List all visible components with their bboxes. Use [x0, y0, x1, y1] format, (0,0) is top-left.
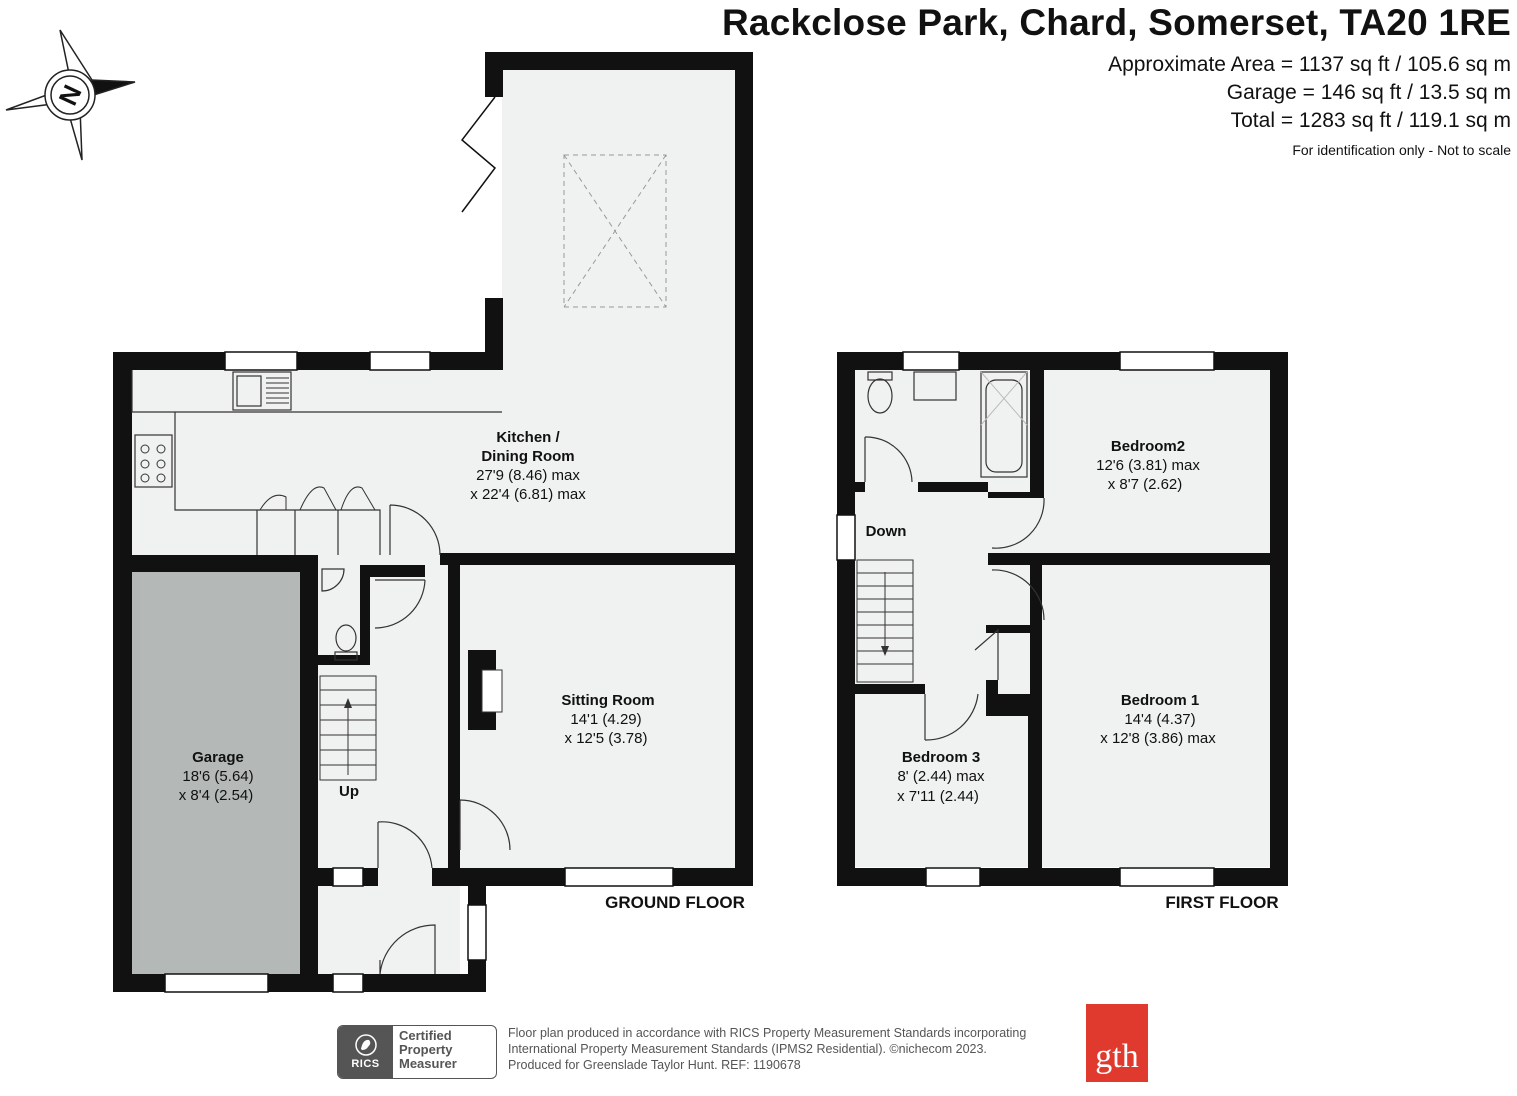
bedroom1-dim-1: 14'4 (4.37)	[1124, 711, 1195, 728]
address-title: Rackclose Park, Chard, Somerset, TA20 1R…	[722, 2, 1511, 43]
cert-line-2: Property	[399, 1042, 453, 1057]
sitting-room-dim-2: x 12'5 (3.78)	[565, 730, 648, 747]
rics-emblem-icon	[354, 1034, 377, 1056]
garage-dim-2: x 8'4 (2.54)	[179, 787, 254, 804]
footer-line-2: International Property Measurement Stand…	[508, 1042, 987, 1056]
bedroom1-name: Bedroom 1	[1121, 692, 1199, 709]
kitchen-name-1: Kitchen /	[496, 429, 560, 446]
first-floor-plan: Bedroom2 12'6 (3.81) max x 8'7 (2.62) Be…	[836, 351, 1288, 912]
rics-word: RICS	[351, 1058, 380, 1070]
identification-note: For identification only - Not to scale	[1292, 142, 1511, 158]
bedroom3-name: Bedroom 3	[902, 749, 980, 766]
bedroom3-dim-2: x 7'11 (2.44)	[897, 788, 979, 805]
garage-area: Garage = 146 sq ft / 13.5 sq m	[1226, 81, 1511, 104]
total-area: Total = 1283 sq ft / 119.1 sq m	[1230, 109, 1511, 132]
garage-name: Garage	[192, 749, 244, 766]
kitchen-dim-1: 27'9 (8.46) max	[476, 467, 580, 484]
approx-area: Approximate Area = 1137 sq ft / 105.6 sq…	[1108, 53, 1511, 76]
stairs-up-label: Up	[339, 783, 359, 800]
first-floor-label: FIRST FLOOR	[1165, 893, 1278, 912]
cert-line-3: Measurer	[399, 1056, 457, 1071]
footer-line-1: Floor plan produced in accordance with R…	[508, 1026, 1027, 1040]
footer-line-3: Produced for Greenslade Taylor Hunt. REF…	[508, 1058, 801, 1072]
garage-floor	[132, 572, 300, 977]
compass-icon: N	[5, 29, 136, 161]
bedroom3-dim-1: 8' (2.44) max	[897, 768, 985, 785]
ground-floor-label: GROUND FLOOR	[605, 893, 745, 912]
gth-logo: gth	[1086, 1004, 1148, 1082]
garage-dim-1: 18'6 (5.64)	[182, 768, 253, 785]
kitchen-dim-2: x 22'4 (6.81) max	[470, 486, 586, 503]
bedroom1-dim-2: x 12'8 (3.86) max	[1100, 730, 1216, 747]
stairs-down-label: Down	[866, 523, 907, 540]
bedroom2-dim-2: x 8'7 (2.62)	[1108, 476, 1183, 493]
kitchen-name-2: Dining Room	[481, 448, 574, 465]
bedroom2-name: Bedroom2	[1111, 438, 1185, 455]
sitting-room-dim-1: 14'1 (4.29)	[570, 711, 641, 728]
ground-floor-plan: Kitchen / Dining Room 27'9 (8.46) max x …	[113, 52, 753, 993]
footer-disclaimer: Floor plan produced in accordance with R…	[508, 1025, 1026, 1073]
rics-certified-badge: RICS Certified Property Measurer	[337, 1025, 497, 1079]
sitting-room-name: Sitting Room	[561, 692, 654, 709]
cert-line-1: Certified	[399, 1028, 452, 1043]
bedroom2-dim-1: 12'6 (3.81) max	[1096, 457, 1200, 474]
